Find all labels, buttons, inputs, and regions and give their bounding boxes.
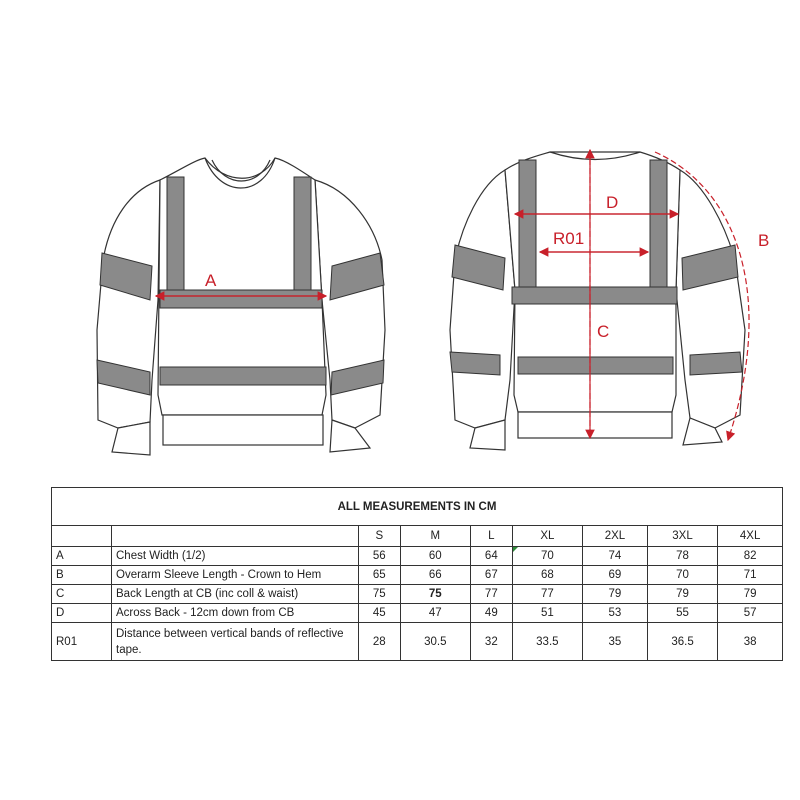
value-cell: 38	[717, 622, 783, 661]
value-cell: 33.5	[511, 622, 584, 661]
value-cell: 68	[511, 565, 584, 585]
value-cell: 60	[399, 546, 472, 566]
value-cell: 28	[358, 622, 401, 661]
row-description: Across Back - 12cm down from CB	[111, 603, 359, 623]
value-cell: 79	[717, 584, 783, 604]
back-dimensions	[513, 148, 750, 442]
size-header: S	[358, 525, 401, 547]
row-code: B	[51, 565, 112, 585]
row-description: Back Length at CB (inc coll & waist)	[111, 584, 359, 604]
value-cell: 56	[358, 546, 401, 566]
table-title: ALL MEASUREMENTS IN CM	[51, 487, 783, 526]
value-cell: 65	[358, 565, 401, 585]
value-cell: 45	[358, 603, 401, 623]
value-cell: 77	[511, 584, 584, 604]
value-cell: 53	[582, 603, 648, 623]
table-row: R01 Distance between vertical bands of r…	[51, 622, 783, 661]
back-reflective-bands	[449, 159, 743, 376]
value-cell: 79	[582, 584, 648, 604]
value-cell: 55	[646, 603, 719, 623]
row-code: C	[51, 584, 112, 604]
table-row: B Overarm Sleeve Length - Crown to Hem 6…	[51, 565, 783, 585]
table-row: A Chest Width (1/2) 56 60 64 70 74 78 82	[51, 546, 783, 566]
chest-width-dimension: A	[154, 271, 328, 301]
value-cell: 67	[470, 565, 513, 585]
value-cell: 75	[358, 584, 401, 604]
size-header: 2XL	[582, 525, 648, 547]
value-cell: 49	[470, 603, 513, 623]
front-reflective-bands	[96, 176, 385, 396]
value-cell: 69	[582, 565, 648, 585]
header-description-cell	[111, 525, 359, 547]
size-header: M	[399, 525, 472, 547]
header-code-cell	[51, 525, 112, 547]
label-r01: R01	[553, 229, 584, 248]
row-code: D	[51, 603, 112, 623]
value-cell: 78	[646, 546, 719, 566]
value-cell: 32	[470, 622, 513, 661]
row-code: A	[51, 546, 112, 566]
value-cell: 70	[511, 546, 584, 566]
label-c: C	[597, 322, 609, 341]
value-cell: 57	[717, 603, 783, 623]
size-header: 4XL	[717, 525, 783, 547]
row-code: R01	[51, 622, 112, 661]
size-header: 3XL	[646, 525, 719, 547]
row-description: Overarm Sleeve Length - Crown to Hem	[111, 565, 359, 585]
value-cell: 74	[582, 546, 648, 566]
value-cell: 75	[399, 584, 472, 604]
label-d: D	[606, 193, 618, 212]
size-header-row: S M L XL 2XL 3XL 4XL	[51, 525, 783, 547]
value-cell: 36.5	[646, 622, 719, 661]
label-b: B	[758, 231, 769, 250]
row-description: Chest Width (1/2)	[111, 546, 359, 566]
value-cell: 30.5	[399, 622, 472, 661]
value-cell: 70	[646, 565, 719, 585]
value-cell: 79	[646, 584, 719, 604]
value-cell: 64	[470, 546, 513, 566]
value-cell: 51	[511, 603, 584, 623]
size-header: XL	[511, 525, 584, 547]
table-row: C Back Length at CB (inc coll & waist) 7…	[51, 584, 783, 604]
value-cell: 66	[399, 565, 472, 585]
value-cell: 77	[470, 584, 513, 604]
value-cell: 47	[399, 603, 472, 623]
garment-diagram: A D R01 C B	[96, 148, 769, 456]
table-row: D Across Back - 12cm down from CB 45 47 …	[51, 603, 783, 623]
row-description: Distance between vertical bands of refle…	[111, 622, 359, 661]
value-cell: 71	[717, 565, 783, 585]
size-header: L	[470, 525, 513, 547]
value-cell: 82	[717, 546, 783, 566]
measurement-table: ALL MEASUREMENTS IN CM S M L XL 2XL 3XL …	[51, 487, 783, 661]
label-a: A	[205, 271, 217, 290]
value-cell: 35	[582, 622, 648, 661]
